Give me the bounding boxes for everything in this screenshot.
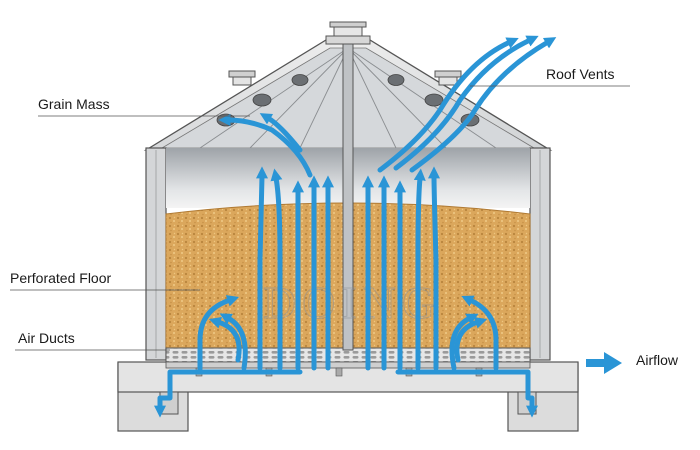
- watermark: DOING: [263, 277, 441, 328]
- callout-leaders: [10, 85, 630, 351]
- label-air-ducts: Air Ducts: [18, 330, 75, 346]
- airflow-arrows: [153, 35, 557, 418]
- center-pole: [342, 43, 354, 351]
- roof-peak-cap: [325, 21, 371, 45]
- airflow-arrow-icon: [586, 352, 622, 374]
- label-roof-vents: Roof Vents: [546, 66, 615, 82]
- bin-walls: [145, 147, 551, 361]
- label-grain-mass: Grain Mass: [38, 96, 110, 112]
- label-perforated-floor: Perforated Floor: [10, 270, 112, 286]
- label-airflow: Airflow: [636, 352, 679, 368]
- roof-vent-caps: [228, 70, 462, 86]
